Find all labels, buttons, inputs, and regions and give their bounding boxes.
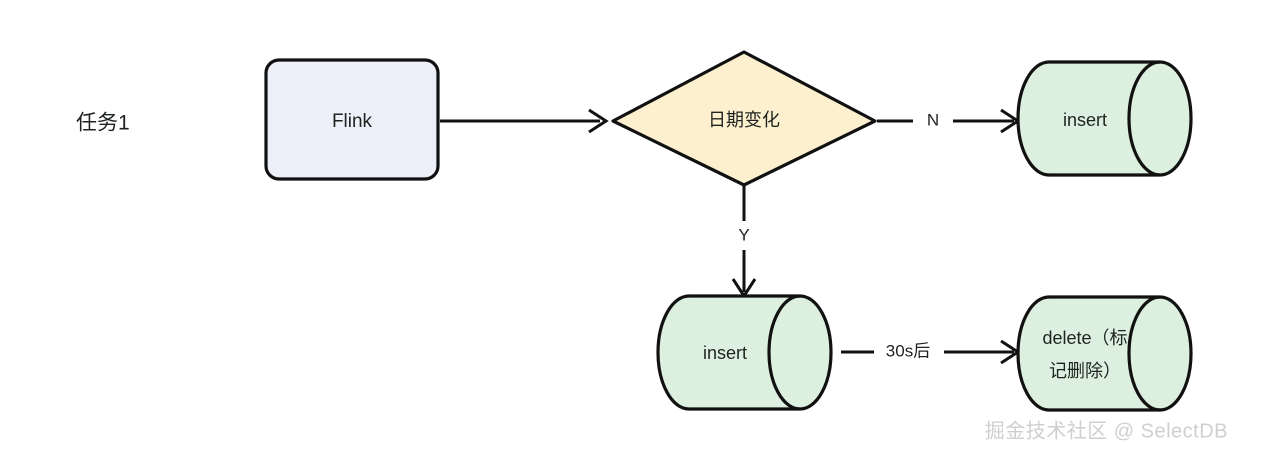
swimlane-label: 任务1 — [76, 112, 130, 135]
node-delete-marked-shape[interactable] — [1016, 295, 1193, 412]
node-insert-bottom-label: insert — [703, 343, 747, 363]
node-insert-top[interactable]: insert — [1016, 60, 1193, 177]
edge-label-30s: 30s后 — [886, 341, 930, 360]
edge-decision-to-insert-bottom: Y — [731, 186, 757, 299]
watermark: 掘金技术社区 @ SelectDB — [985, 419, 1228, 442]
edge-decision-to-insert-top: N — [877, 108, 1021, 134]
node-insert-top-cap — [1127, 60, 1161, 177]
node-flink[interactable]: Flink — [264, 58, 440, 181]
node-flink-label: Flink — [332, 111, 373, 132]
node-insert-top-label: insert — [1063, 110, 1107, 130]
arrow-head-icon — [588, 108, 609, 134]
edge-label-n: N — [927, 110, 939, 129]
node-insert-bottom-cap — [767, 294, 801, 411]
node-flink-shape[interactable] — [264, 58, 440, 181]
node-date-change-shape[interactable] — [611, 50, 877, 187]
node-date-change-label: 日期变化 — [708, 110, 780, 130]
edge-flink-to-decision — [440, 108, 609, 134]
node-delete-marked-cap — [1127, 295, 1161, 412]
edge-label-y: Y — [738, 225, 749, 244]
node-delete-marked[interactable]: delete（标 记删除） — [1016, 295, 1193, 412]
node-date-change[interactable]: 日期变化 — [611, 50, 877, 187]
node-delete-marked-label-line2: 记删除） — [1049, 361, 1121, 381]
edge-insert-bottom-to-delete: 30s后 — [841, 339, 1021, 365]
node-insert-bottom[interactable]: insert — [656, 294, 833, 411]
node-delete-marked-label-line1: delete（标 — [1042, 328, 1127, 348]
